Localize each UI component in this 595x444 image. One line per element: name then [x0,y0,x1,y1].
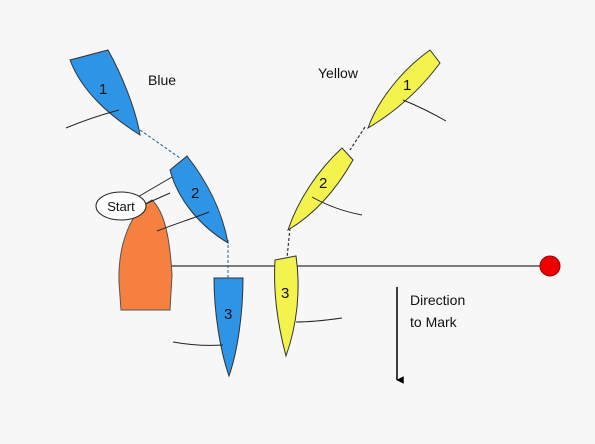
direction-label-line2: to Mark [410,314,458,330]
blue-boat-3-number: 3 [224,306,232,323]
committee-boat [118,199,173,311]
blue-boat-1: 1 [65,49,141,137]
yellow-boat-1-number: 1 [403,77,411,94]
yellow-boat-3: 3 [274,255,343,358]
blue-boat-3: 3 [172,277,244,378]
yellow-boat-1: 1 [367,49,447,130]
blue-track [139,129,229,278]
yellow-boat-2: 2 [287,147,363,232]
start-label: Start [107,199,135,214]
yellow-boat-3-number: 3 [281,285,289,302]
yellow-track [286,126,366,259]
blue-boat-2-number: 2 [191,185,199,202]
blue-boat-1-number: 1 [99,81,107,98]
direction-label-line1: Direction [410,292,465,308]
yellow-boat-2-number: 2 [319,175,327,192]
start-callout: Start [95,176,173,221]
blue-label: Blue [148,72,176,88]
red-buoy-icon [539,255,561,277]
blue-boat-2: 2 [156,155,229,245]
yellow-label: Yellow [318,65,359,81]
